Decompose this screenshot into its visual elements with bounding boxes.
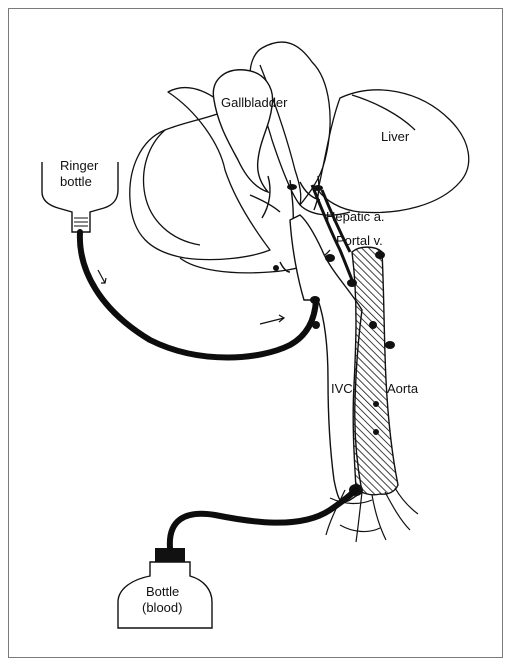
ringer-tube xyxy=(80,232,316,358)
ivc-label: IVC xyxy=(331,381,353,396)
hepatic-artery-label: Hepatic a. xyxy=(326,209,385,224)
flow-arrows xyxy=(98,270,284,324)
blood-bottle-label-line1: Bottle xyxy=(146,584,179,599)
ringer-bottle-label-line1: Ringer xyxy=(60,158,99,173)
gallbladder-drawing xyxy=(213,70,272,192)
blood-bottle-label-line2: (blood) xyxy=(142,600,182,615)
liver-label: Liver xyxy=(381,129,410,144)
aorta-label: Aorta xyxy=(387,381,419,396)
gallbladder-label: Gallbladder xyxy=(221,95,288,110)
portal-vein-label: Portal v. xyxy=(336,233,383,248)
blood-tube xyxy=(170,490,356,548)
ringer-bottle-label-line2: bottle xyxy=(60,174,92,189)
aorta-drawing xyxy=(352,247,398,495)
